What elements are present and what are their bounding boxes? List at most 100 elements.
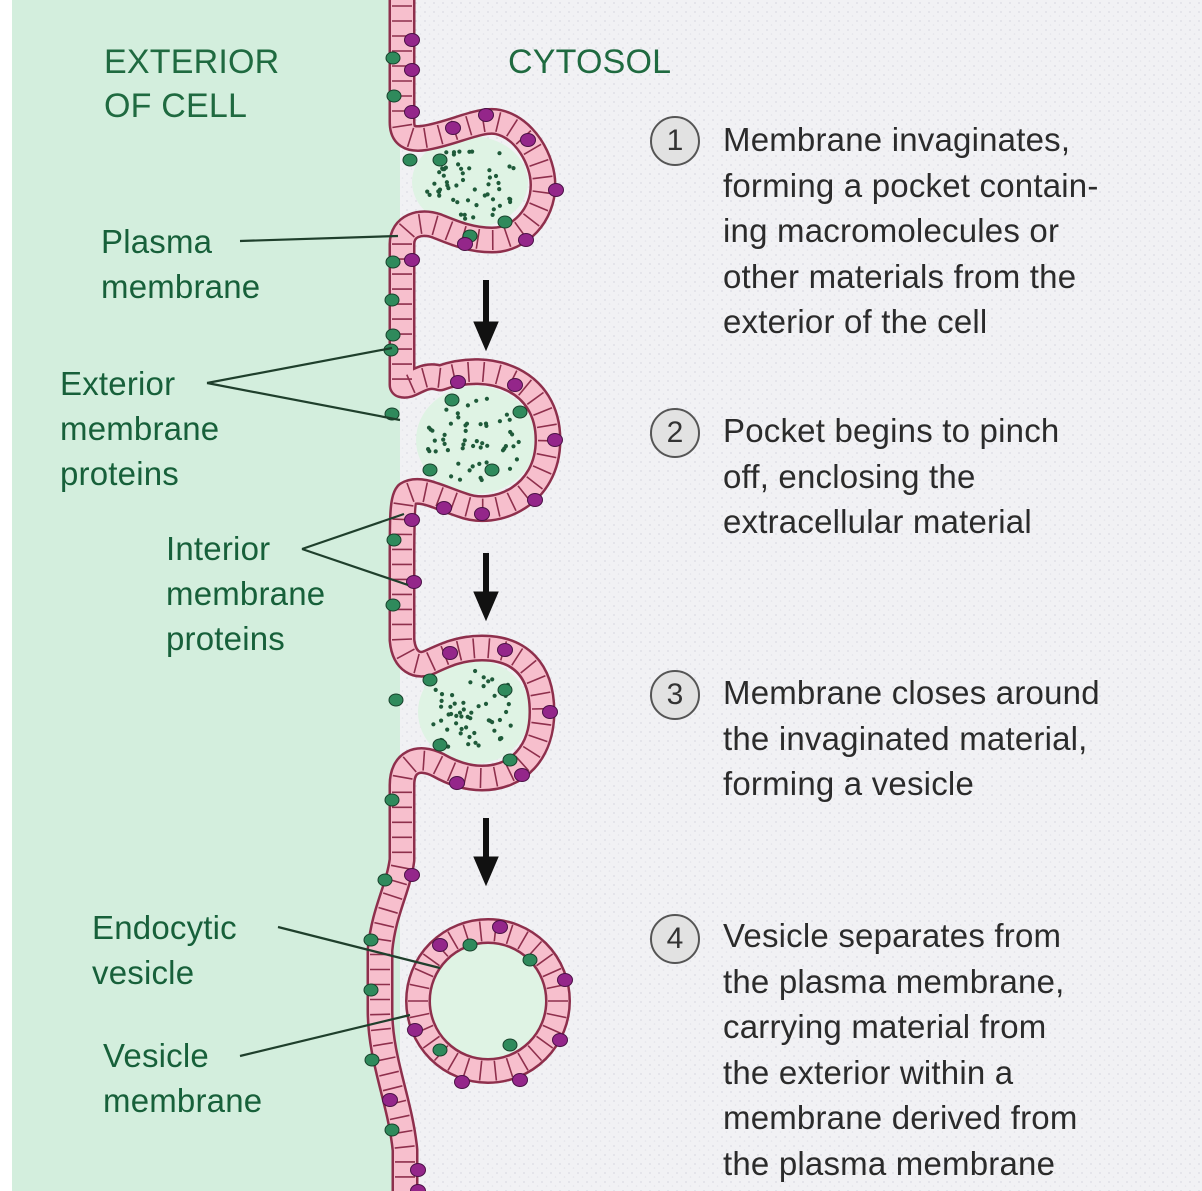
- interior-membrane-protein: [446, 122, 461, 135]
- exterior-membrane-protein: [423, 674, 437, 686]
- macromolecule-dot: [471, 464, 475, 468]
- step-2-description: Pocket begins to pinch off, enclosing th…: [723, 408, 1059, 545]
- exterior-membrane-protein: [503, 1039, 517, 1051]
- macromolecule-dot: [473, 187, 477, 191]
- macromolecule-dot: [505, 413, 509, 417]
- macromolecule-dot: [459, 731, 463, 735]
- macromolecule-dot: [451, 198, 455, 202]
- macromolecule-dot: [444, 150, 448, 154]
- exterior-membrane-protein: [387, 534, 401, 546]
- endocytic-vesicle-label: Endocytic vesicle: [92, 905, 237, 995]
- exterior-membrane-protein: [503, 754, 517, 766]
- macromolecule-dot: [485, 397, 489, 401]
- macromolecule-dot: [487, 168, 491, 172]
- macromolecule-dot: [473, 669, 477, 673]
- interior-membrane-protein: [405, 64, 420, 77]
- macromolecule-dot: [448, 705, 452, 709]
- interior-membrane-protein: [515, 769, 530, 782]
- macromolecule-dot: [474, 203, 478, 207]
- macromolecule-dot: [517, 440, 521, 444]
- macromolecule-dot: [453, 702, 457, 706]
- macromolecule-dot: [477, 704, 481, 708]
- macromolecule-dot: [441, 438, 445, 442]
- macromolecule-dot: [466, 198, 470, 202]
- macromolecule-dot: [459, 714, 463, 718]
- plasma-membrane-label: Plasma membrane: [101, 219, 260, 309]
- macromolecule-dot: [496, 181, 500, 185]
- exterior-membrane-protein: [423, 464, 437, 476]
- interior-membrane-protein: [383, 1094, 398, 1107]
- macromolecule-dot: [493, 694, 497, 698]
- macromolecule-dot: [464, 429, 468, 433]
- exterior-membrane-protein: [498, 684, 512, 696]
- interior-membrane-protein: [443, 647, 458, 660]
- macromolecule-dot: [434, 688, 438, 692]
- exterior-membrane-protein: [403, 154, 417, 166]
- exterior-proteins-label: Exterior membrane proteins: [60, 361, 219, 496]
- macromolecule-dot: [504, 710, 508, 714]
- interior-membrane-protein: [405, 514, 420, 527]
- macromolecule-dot: [460, 727, 464, 731]
- exterior-membrane-protein: [433, 154, 447, 166]
- interior-membrane-protein: [455, 1076, 470, 1089]
- exterior-membrane-protein: [433, 1044, 447, 1056]
- macromolecule-dot: [507, 702, 511, 706]
- macromolecule-dot: [464, 725, 468, 729]
- macromolecule-dot: [462, 707, 466, 711]
- step-number-badge: 3: [650, 670, 700, 720]
- macromolecule-dot: [456, 411, 460, 415]
- interior-membrane-protein: [498, 644, 513, 657]
- macromolecule-dot: [439, 705, 443, 709]
- macromolecule-dot: [467, 150, 471, 154]
- macromolecule-dot: [446, 448, 450, 452]
- exterior-membrane-protein: [385, 294, 399, 306]
- macromolecule-dot: [497, 187, 501, 191]
- macromolecule-dot: [482, 684, 486, 688]
- macromolecule-dot: [482, 675, 486, 679]
- macromolecule-dot: [508, 467, 512, 471]
- macromolecule-dot: [434, 449, 438, 453]
- macromolecule-dot: [461, 178, 465, 182]
- interior-proteins-label: Interior membrane proteins: [166, 526, 325, 661]
- exterior-membrane-protein: [498, 216, 512, 228]
- step-3-description: Membrane closes around the invaginated m…: [723, 670, 1100, 807]
- macromolecule-dot: [466, 403, 470, 407]
- macromolecule-dot: [497, 151, 501, 155]
- exterior-region-label: EXTERIOR OF CELL: [104, 40, 279, 128]
- lipid-mark: [392, 639, 412, 640]
- macromolecule-dot: [479, 476, 483, 480]
- macromolecule-dot: [477, 462, 481, 466]
- interior-membrane-protein: [450, 777, 465, 790]
- macromolecule-dot: [504, 444, 508, 448]
- exterior-membrane-protein: [386, 52, 400, 64]
- macromolecule-dot: [426, 447, 430, 451]
- interior-membrane-protein: [437, 502, 452, 515]
- macromolecule-dot: [449, 422, 453, 426]
- step-4-description: Vesicle separates from the plasma membra…: [723, 913, 1078, 1186]
- interior-membrane-protein: [548, 434, 563, 447]
- macromolecule-dot: [508, 200, 512, 204]
- macromolecule-dot: [507, 164, 511, 168]
- interior-membrane-protein: [519, 234, 534, 247]
- macromolecule-dot: [469, 711, 473, 715]
- macromolecule-dot: [485, 444, 489, 448]
- macromolecule-dot: [454, 714, 458, 718]
- macromolecule-dot: [461, 701, 465, 705]
- macromolecule-dot: [440, 166, 444, 170]
- exterior-membrane-protein: [387, 90, 401, 102]
- macromolecule-dot: [492, 729, 496, 733]
- macromolecule-dot: [450, 693, 454, 697]
- exterior-membrane-protein: [364, 934, 378, 946]
- macromolecule-dot: [459, 213, 463, 217]
- exterior-membrane-protein: [445, 394, 459, 406]
- macromolecule-dot: [468, 468, 472, 472]
- lipid-mark: [480, 768, 481, 788]
- exterior-membrane-protein: [378, 874, 392, 886]
- step-number-badge: 2: [650, 408, 700, 458]
- exterior-membrane-protein: [463, 939, 477, 951]
- exterior-membrane-protein: [364, 984, 378, 996]
- macromolecule-dot: [463, 213, 467, 217]
- macromolecule-dot: [454, 183, 458, 187]
- interior-membrane-protein: [543, 706, 558, 719]
- macromolecule-dot: [437, 170, 441, 174]
